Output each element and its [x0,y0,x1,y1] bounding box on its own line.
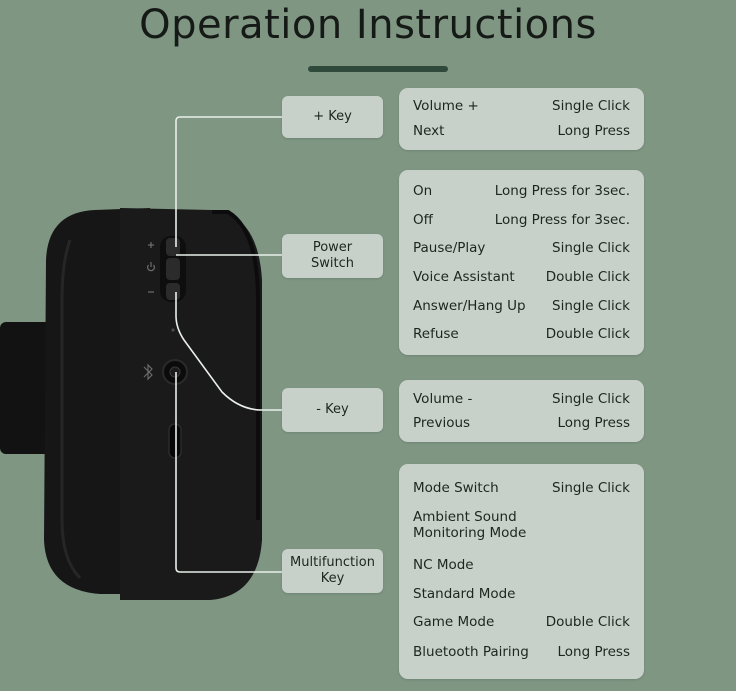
power-switch-label: Power Switch [282,234,383,278]
power-switch-panel: On Long Press for 3sec. Off Long Press f… [399,170,644,355]
multifunction-key-label: Multifunction Key [282,549,383,593]
ear-cup [120,208,262,600]
power-switch-label-line2: Switch [311,256,354,271]
page-title: Operation Instructions [139,2,597,48]
multifunction-key-label-line2: Key [320,571,345,586]
minus-button [166,283,180,300]
leader-multi [175,372,282,573]
microphone-hole [171,328,175,332]
minus-key-panel: Volume - Single Click Previous Long Pres… [399,380,644,442]
power-switch-label-line1: Power [312,240,353,255]
title-underline [308,66,448,72]
leader-lines [175,116,282,573]
power-button [166,258,180,280]
power-icon [147,262,155,272]
plus-icon [148,242,154,248]
multifunction-key-panel: Mode Switch Single Click Ambient Sound M… [399,464,644,679]
plus-button [166,238,180,256]
leader-plus [175,116,282,247]
plus-key-label: + Key [282,96,383,138]
usb-port [168,423,182,459]
multifunction-key-label-line1: Multifunction [290,555,375,570]
minus-key-label: - Key [282,388,383,432]
leader-minus [175,292,282,411]
bluetooth-icon [143,363,153,381]
plus-key-panel: Volume + Single Click Next Long Press [399,88,644,150]
